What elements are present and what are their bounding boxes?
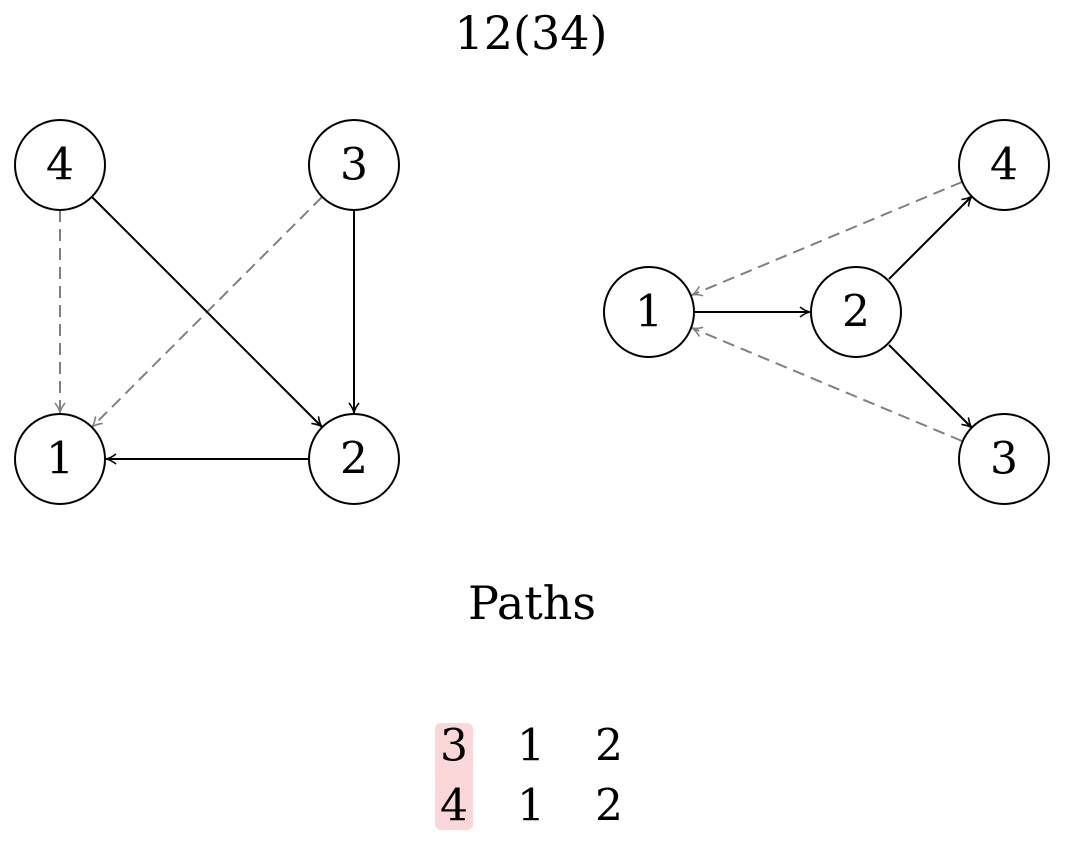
paths-first-column-highlight — [435, 723, 473, 830]
right-edge-2-to-3 — [888, 344, 973, 429]
right-node-1: 1 — [603, 266, 695, 358]
path-cell: 2 — [595, 721, 623, 772]
paths-title: Paths — [468, 576, 596, 630]
path-cell: 1 — [517, 781, 545, 832]
left-node-4: 4 — [14, 119, 106, 211]
left-node-2-label: 2 — [340, 434, 368, 485]
left-node-1-label: 1 — [46, 434, 74, 485]
left-node-3: 3 — [308, 119, 400, 211]
right-graph: 1 2 4 3 — [603, 119, 1050, 505]
right-edge-2-to-4 — [888, 195, 973, 280]
path-cell: 4 — [440, 781, 468, 832]
right-node-3-label: 3 — [990, 434, 1018, 485]
left-node-4-label: 4 — [46, 140, 74, 191]
left-node-3-label: 3 — [340, 140, 368, 191]
right-node-3: 3 — [958, 413, 1050, 505]
right-node-4-label: 4 — [990, 140, 1018, 191]
right-node-2: 2 — [810, 266, 902, 358]
left-node-2: 2 — [308, 413, 400, 505]
left-graph: 4 3 1 2 — [14, 119, 400, 505]
paths-table: 3 1 2 4 1 2 — [435, 721, 623, 832]
path-cell: 1 — [517, 721, 545, 772]
diagram-title: 12(34) — [455, 6, 608, 60]
path-cell: 3 — [440, 721, 468, 772]
right-node-1-label: 1 — [635, 287, 663, 338]
right-node-2-label: 2 — [842, 287, 870, 338]
right-node-4: 4 — [958, 119, 1050, 211]
left-edge-4-to-2 — [91, 196, 323, 428]
path-cell: 2 — [595, 781, 623, 832]
left-node-1: 1 — [14, 413, 106, 505]
right-edge-3-to-1-dashed — [691, 326, 963, 442]
right-edge-4-to-1-dashed — [691, 181, 963, 297]
